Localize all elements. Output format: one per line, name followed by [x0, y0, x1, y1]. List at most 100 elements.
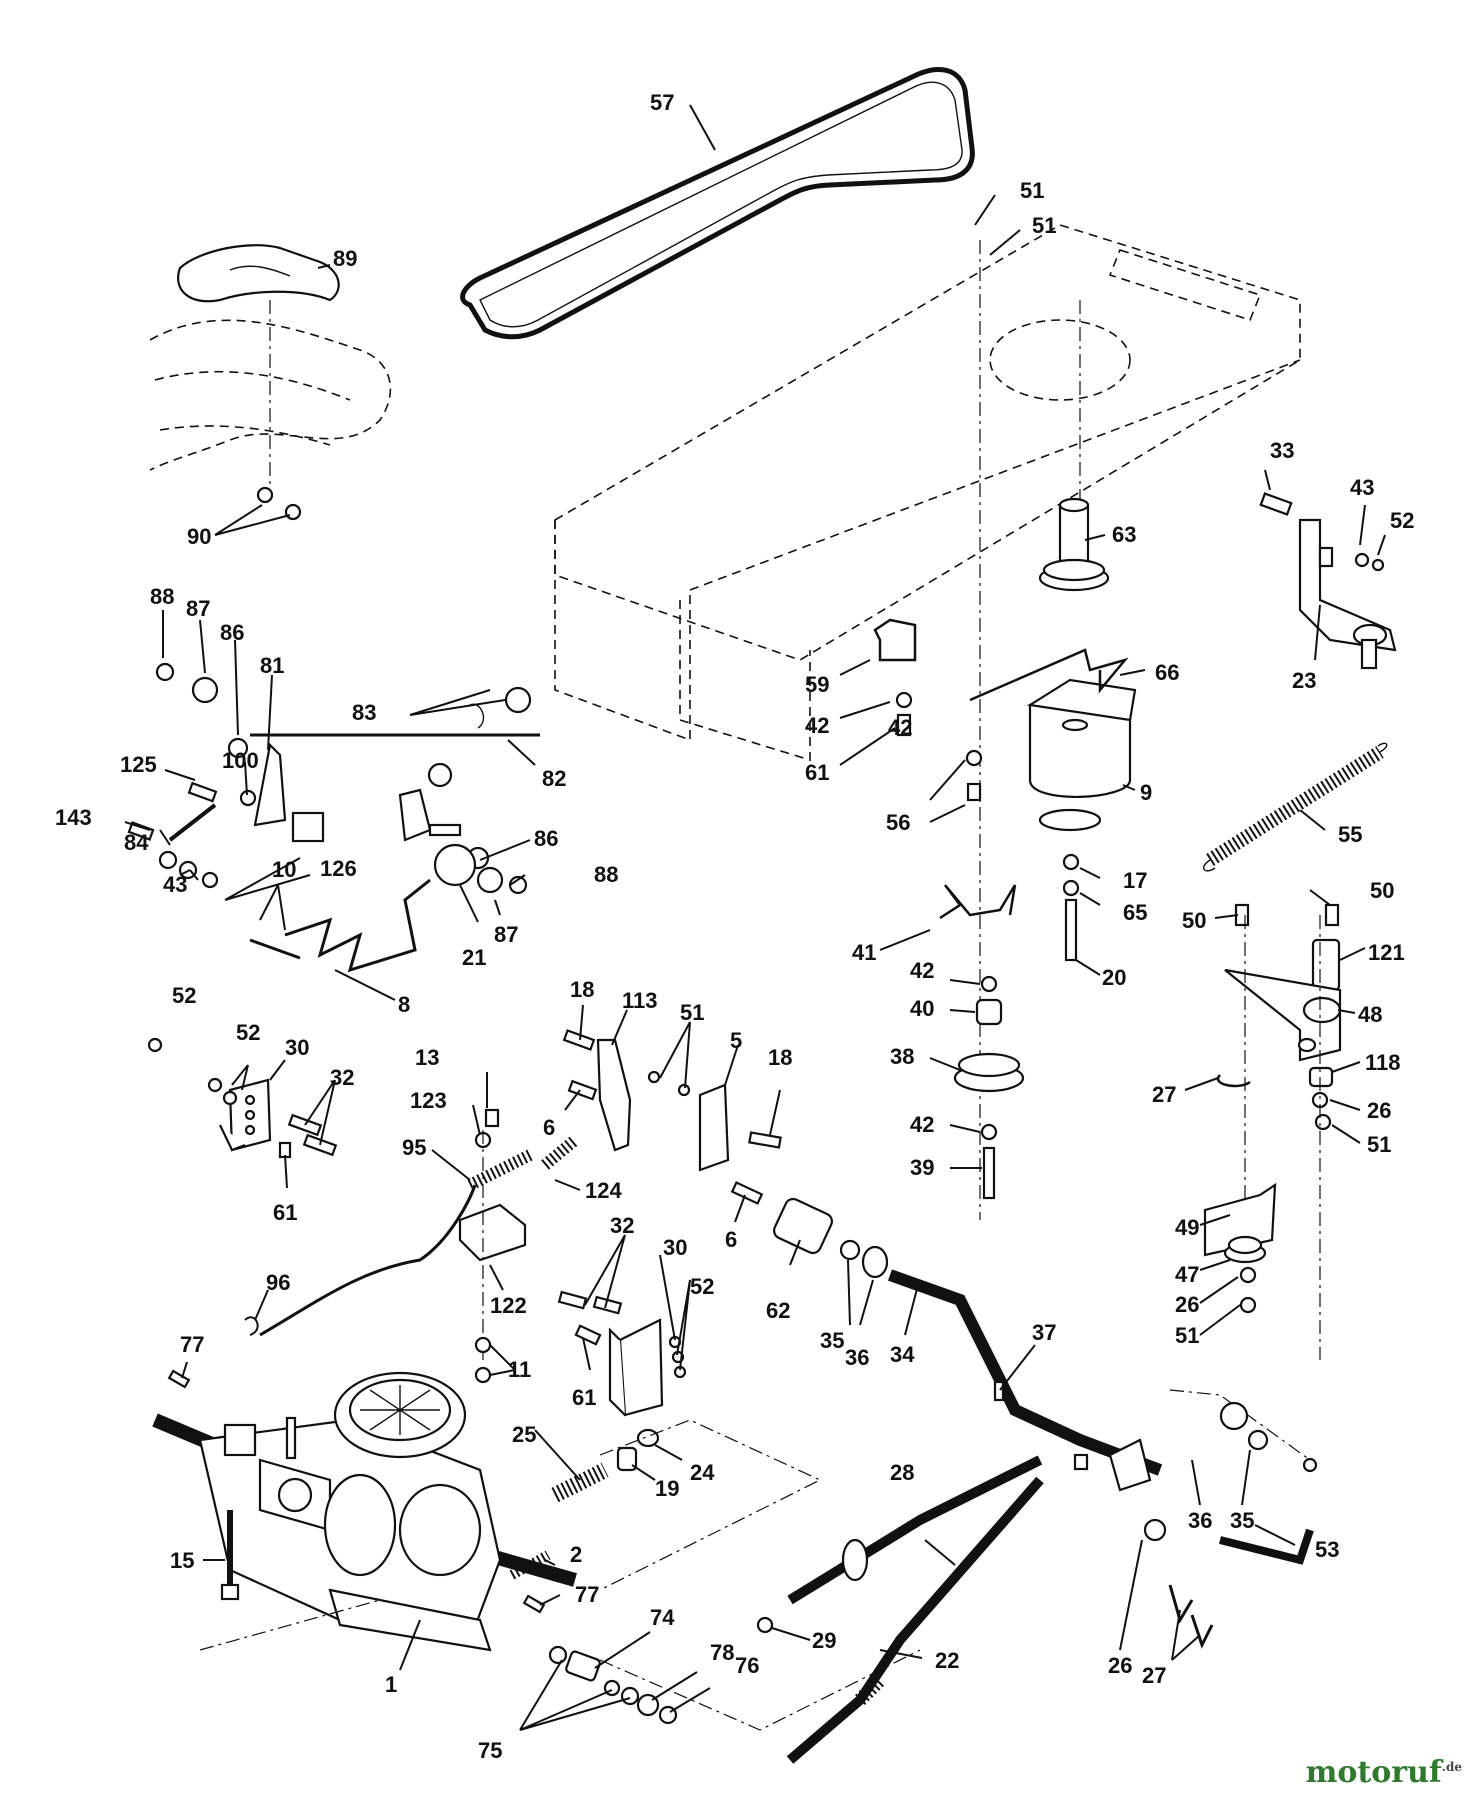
- callout-87-left: 87: [186, 596, 210, 621]
- callout-82: 82: [542, 766, 566, 791]
- callout-56: 56: [886, 810, 910, 835]
- callout-57: 57: [650, 90, 674, 115]
- callout-35-right: 35: [1230, 1508, 1254, 1533]
- callout-42-d: 42: [910, 1112, 934, 1137]
- callout-52-left: 52: [236, 1020, 260, 1045]
- bracket-23: [1259, 492, 1397, 670]
- callout-87-right: 87: [494, 922, 518, 947]
- callout-6-right: 6: [725, 1227, 737, 1252]
- callout-42-c: 42: [910, 958, 934, 983]
- bracket-48-assembly: [1203, 903, 1342, 1360]
- callout-51-center: 51: [680, 1000, 704, 1025]
- callout-124: 124: [585, 1178, 622, 1203]
- callout-126: 126: [320, 856, 357, 881]
- callout-52-left-top: 52: [172, 983, 196, 1008]
- callout-50-left: 50: [1182, 908, 1206, 933]
- callout-42-b: 42: [888, 715, 912, 740]
- callout-86-right: 86: [534, 826, 558, 851]
- callout-21: 21: [462, 945, 486, 970]
- shift-lever-8: [249, 843, 477, 973]
- callout-36-center: 36: [845, 1345, 869, 1370]
- callout-28: 28: [890, 1460, 914, 1485]
- callout-75: 75: [478, 1738, 502, 1763]
- callout-13: 13: [415, 1045, 439, 1070]
- callout-27-bottom: 27: [1142, 1663, 1166, 1688]
- callout-77-bottom: 77: [575, 1582, 599, 1607]
- callout-26-bottom: 26: [1108, 1653, 1132, 1678]
- callout-53: 53: [1315, 1537, 1339, 1562]
- callout-51-right: 51: [1367, 1132, 1391, 1157]
- fender-and-pedal-89: [149, 244, 392, 521]
- watermark-logo: motoruf.de: [1306, 1755, 1462, 1790]
- pulley-and-clutch-stack: [1026, 497, 1137, 962]
- callout-29: 29: [812, 1628, 836, 1653]
- callout-51-second: 51: [1032, 213, 1056, 238]
- callout-32-left: 32: [330, 1065, 354, 1090]
- leader-lines: [124, 104, 1386, 1731]
- callout-8: 8: [398, 992, 410, 1017]
- callout-18-right: 18: [768, 1045, 792, 1070]
- callout-9: 9: [1140, 780, 1152, 805]
- callout-23: 23: [1292, 668, 1316, 693]
- callout-89: 89: [333, 246, 357, 271]
- callout-39: 39: [910, 1155, 934, 1180]
- callout-125: 125: [120, 752, 157, 777]
- callout-30-center: 30: [663, 1235, 687, 1260]
- callout-6-left: 6: [543, 1115, 555, 1140]
- callout-19: 19: [655, 1476, 679, 1501]
- callout-1: 1: [385, 1672, 397, 1697]
- spring-and-collars: [509, 1419, 822, 1591]
- callout-26-lower: 26: [1175, 1292, 1199, 1317]
- callout-88-right: 88: [594, 862, 618, 887]
- callout-47: 47: [1175, 1262, 1199, 1287]
- callout-95: 95: [402, 1135, 426, 1160]
- callout-61-a: 61: [805, 760, 829, 785]
- callout-26-upper: 26: [1367, 1098, 1391, 1123]
- callout-122: 122: [490, 1293, 527, 1318]
- callout-11: 11: [508, 1357, 531, 1382]
- watermark-suffix: .de: [1441, 1760, 1462, 1774]
- callout-113: 113: [622, 988, 658, 1013]
- callout-20: 20: [1102, 965, 1126, 990]
- callout-81: 81: [260, 653, 284, 678]
- callout-62: 62: [766, 1298, 790, 1323]
- callout-38: 38: [890, 1044, 914, 1069]
- callout-61-left: 61: [273, 1200, 297, 1225]
- cross-shaft: [772, 1197, 1163, 1492]
- brake-and-drive-links: [756, 1389, 1318, 1764]
- callout-76: 76: [735, 1653, 759, 1678]
- callout-90: 90: [187, 524, 211, 549]
- callout-10: 10: [272, 857, 296, 882]
- callout-15: 15: [170, 1548, 194, 1573]
- callout-121: 121: [1368, 940, 1405, 965]
- callout-96: 96: [266, 1270, 290, 1295]
- callout-36-right: 36: [1188, 1508, 1212, 1533]
- callout-51-lower: 51: [1175, 1323, 1199, 1348]
- callout-52-right: 52: [1390, 508, 1414, 533]
- callout-27-upper: 27: [1152, 1082, 1176, 1107]
- callout-17: 17: [1123, 868, 1147, 893]
- transaxle-1: [152, 1369, 577, 1652]
- tractor-frame: [554, 224, 1301, 1220]
- callout-59: 59: [805, 672, 829, 697]
- callout-118: 118: [1365, 1050, 1401, 1075]
- callout-100: 100: [222, 748, 259, 773]
- callout-40: 40: [910, 996, 934, 1021]
- callout-18-left: 18: [570, 977, 594, 1002]
- callout-77-top: 77: [180, 1332, 204, 1357]
- callout-51-top: 51: [1020, 178, 1044, 203]
- callout-43-left: 43: [163, 872, 187, 897]
- callout-35-center: 35: [820, 1328, 844, 1353]
- callout-123: 123: [410, 1088, 447, 1113]
- callout-52-center: 52: [690, 1274, 714, 1299]
- callout-49: 49: [1175, 1215, 1199, 1240]
- callout-65: 65: [1123, 900, 1147, 925]
- callout-34: 34: [890, 1342, 915, 1367]
- callout-86-left: 86: [220, 620, 244, 645]
- callout-66: 66: [1155, 660, 1179, 685]
- watermark-brand: motoruf: [1305, 1755, 1442, 1790]
- callout-78: 78: [710, 1640, 734, 1665]
- callout-37: 37: [1032, 1320, 1056, 1345]
- callout-48: 48: [1358, 1002, 1382, 1027]
